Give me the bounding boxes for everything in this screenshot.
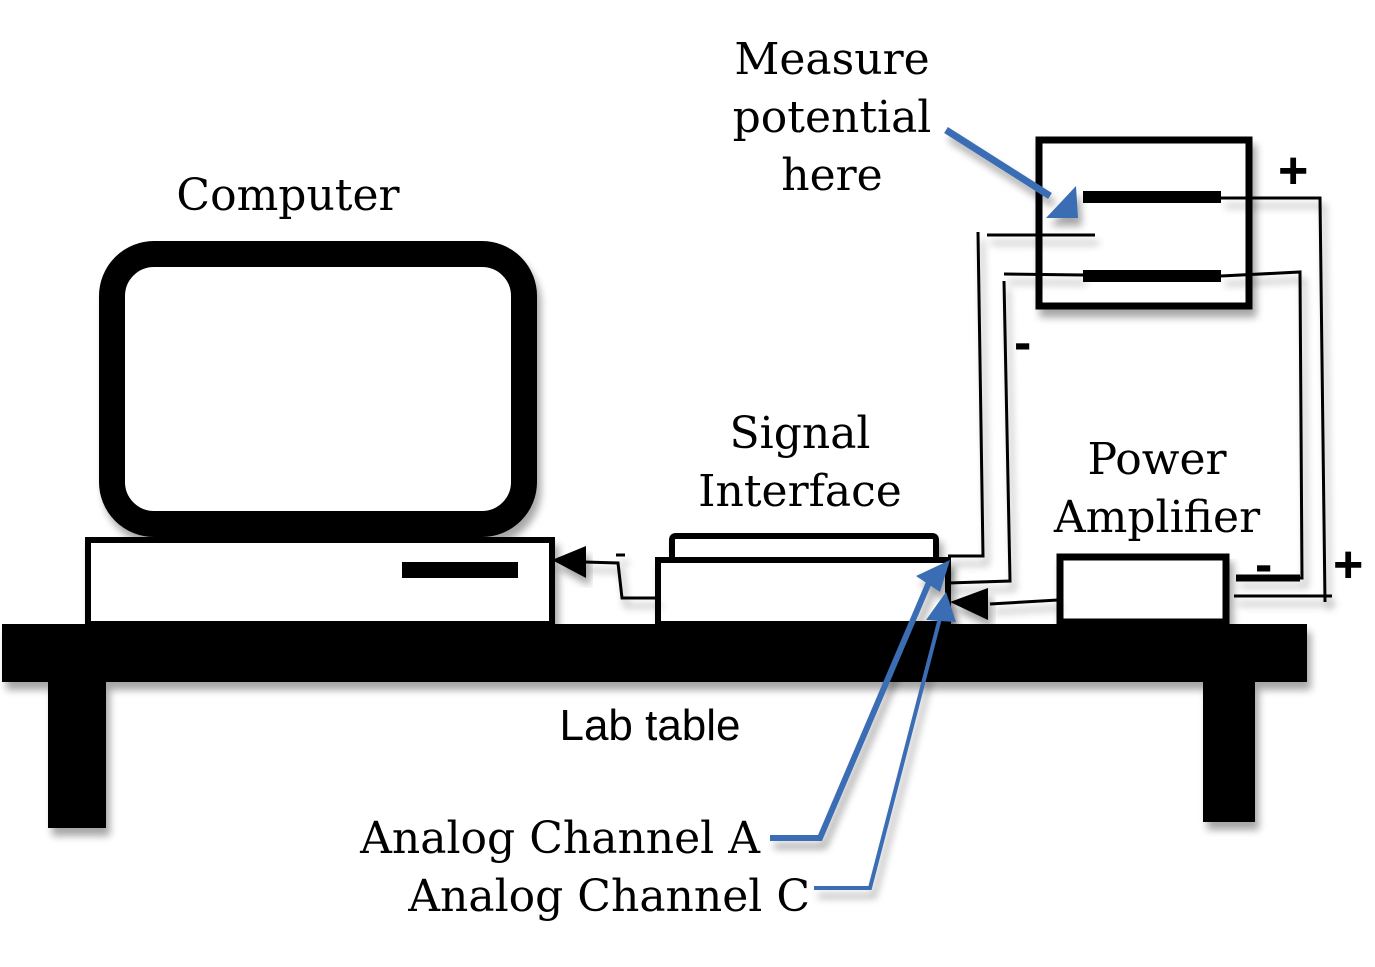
wire-top-electrode-right: [1221, 196, 1327, 603]
computer-monitor: [99, 241, 537, 537]
signal-interface-top: [669, 533, 939, 560]
measure-label-line2: potential: [733, 92, 932, 143]
power-amplifier-label-line1: Power: [1087, 434, 1227, 485]
signal-interface-label-line1: Signal: [729, 408, 870, 459]
signal-interface-body: [655, 557, 951, 627]
minus-sign-amp: -: [1255, 536, 1272, 594]
table-leg-left: [48, 682, 106, 828]
pointer-channel-a: [770, 578, 933, 841]
measurement-cell: [1035, 136, 1253, 310]
disk-drive-slot: [402, 562, 518, 578]
electrode-bottom: [1083, 270, 1221, 282]
signal-interface: [655, 533, 951, 627]
electrode-top: [1083, 191, 1221, 203]
arrow-to-interface: [950, 588, 988, 620]
arrow-to-computer: [552, 546, 586, 578]
channel-c-label: Analog Channel C: [407, 871, 810, 922]
pointers: [770, 127, 1078, 890]
table-top: [2, 624, 1307, 682]
wire-reference-electrode: [948, 231, 985, 558]
power-amplifier-label-line2: Amplifier: [1053, 492, 1261, 543]
lab-table: [2, 624, 1307, 828]
wire-interface-to-computer: [583, 560, 658, 600]
wire-amp-to-interface: [989, 598, 1059, 606]
lab-table-label: Lab table: [559, 701, 740, 750]
power-amplifier: [1056, 553, 1230, 626]
plus-sign-amp: +: [1333, 536, 1363, 594]
measure-label-line1: Measure: [734, 34, 929, 85]
wire-bottom-electrode-minus: [947, 280, 1012, 585]
channel-a-label: Analog Channel A: [359, 813, 761, 864]
minus-sign-left: -: [1014, 314, 1031, 372]
pointer-channel-a-head: [916, 560, 950, 592]
wire-bottom-electrode-lead: [1003, 272, 1084, 277]
table-leg-right: [1203, 682, 1255, 822]
signal-interface-label-line2: Interface: [698, 466, 902, 517]
pointer-measure-shaft: [944, 127, 1052, 199]
pointer-channel-c: [814, 617, 942, 890]
pointer-channel-c-head: [926, 592, 956, 622]
computer-label: Computer: [176, 170, 400, 221]
computer: [85, 241, 555, 627]
computer-base: [85, 537, 555, 627]
power-amplifier-body: [1056, 553, 1230, 626]
measure-label-line3: here: [781, 150, 882, 201]
pointer-measure-head: [1046, 186, 1078, 218]
plus-sign-top: +: [1278, 142, 1308, 200]
